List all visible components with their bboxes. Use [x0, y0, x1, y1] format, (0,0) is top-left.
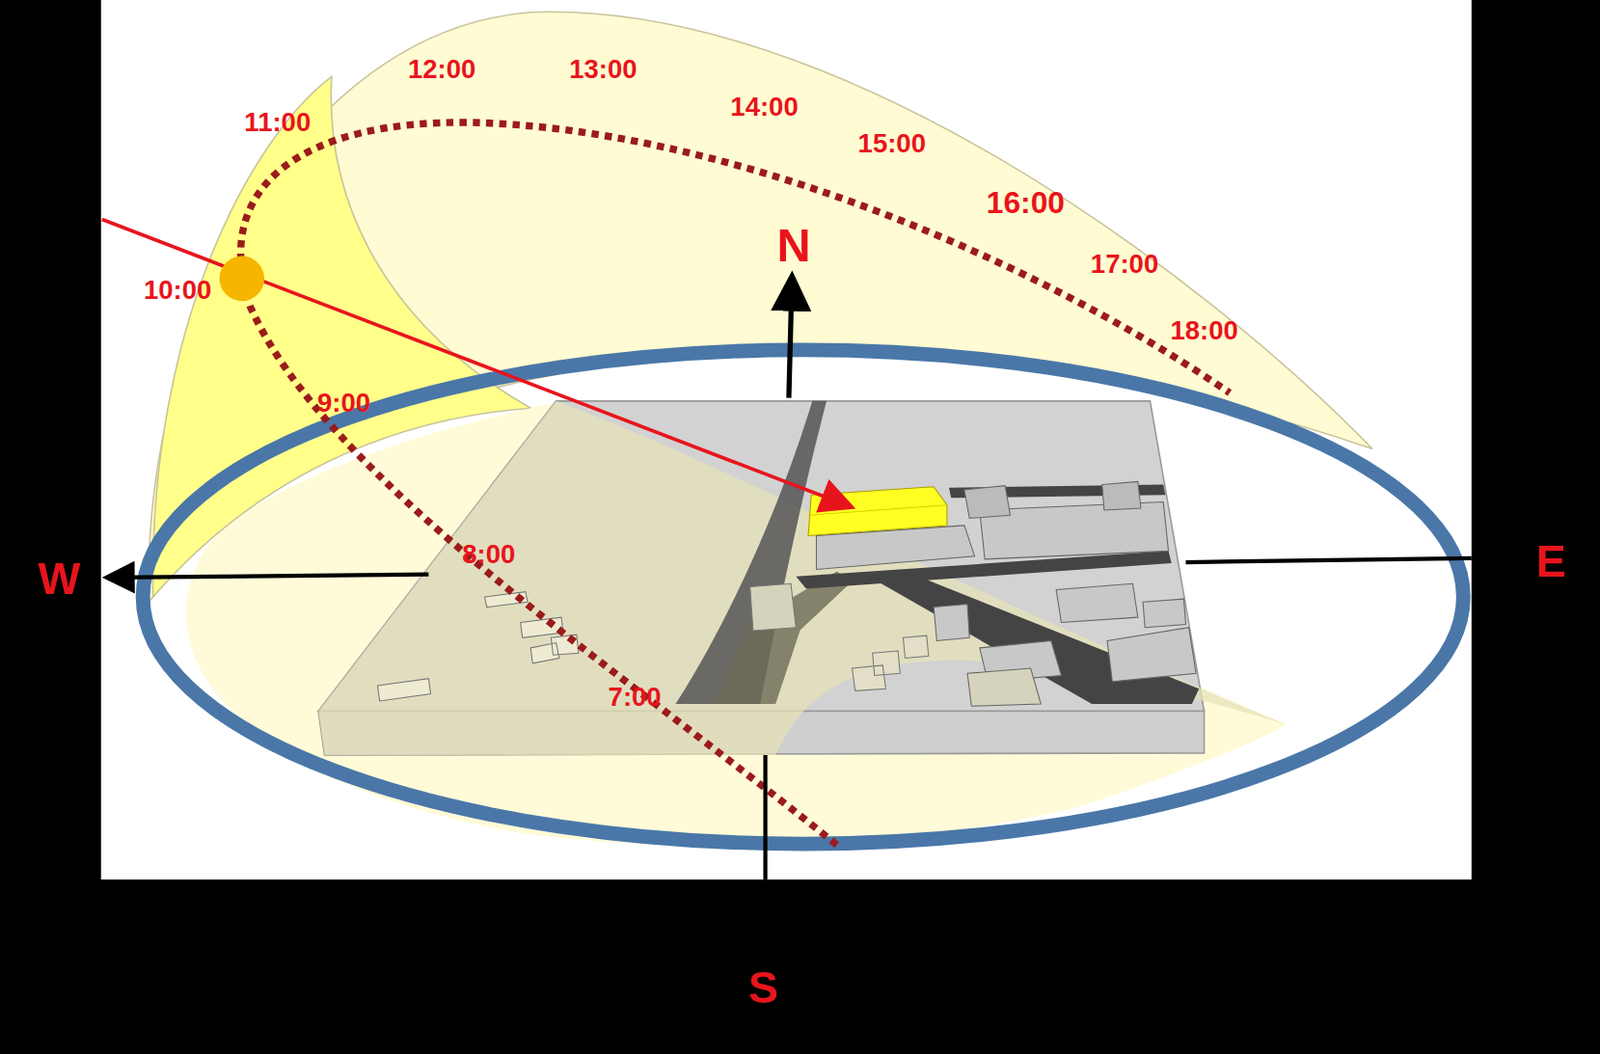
compass-label: N	[777, 221, 812, 270]
time-label: 15:00	[858, 129, 926, 157]
time-label: 7:00	[608, 683, 662, 711]
time-label: 14:00	[730, 92, 798, 120]
time-label: 13:00	[569, 55, 637, 83]
compass-label: S	[748, 965, 779, 1011]
time-label: 8:00	[461, 541, 516, 569]
compass-label: W	[37, 556, 81, 602]
time-label: 18:00	[1169, 317, 1238, 345]
time-label: 16:00	[986, 188, 1065, 219]
time-label: 11:00	[244, 108, 311, 136]
time-label: 17:00	[1090, 249, 1159, 277]
time-label: 9:00	[317, 389, 371, 417]
time-label: 12:00	[407, 55, 476, 83]
compass-label: E	[1536, 539, 1567, 585]
time-label: 10:00	[143, 276, 212, 304]
